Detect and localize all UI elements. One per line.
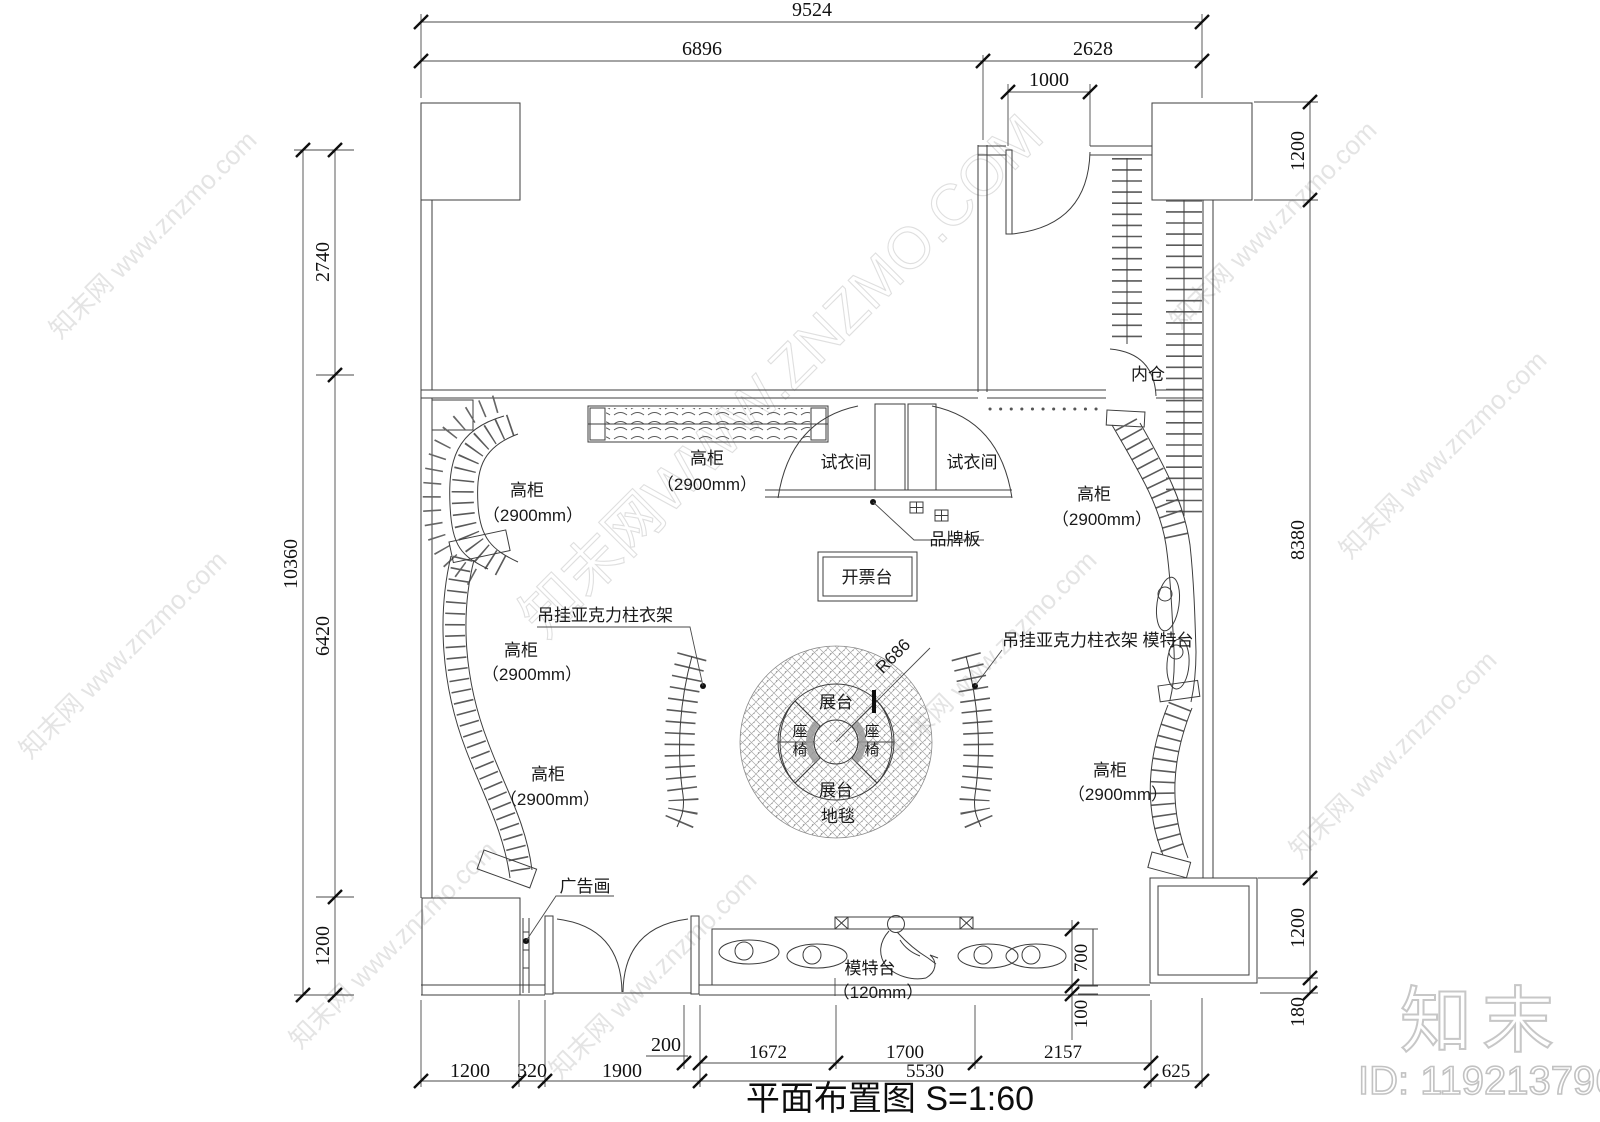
watermark-text: 知末网 www.znzmo.com <box>43 125 262 344</box>
label-seat-left-1: 座 <box>792 723 807 740</box>
label-acrylic-rack-right: 吊挂亚克力柱衣架 <box>1002 631 1138 650</box>
watermark-text: 知末网 www.znzmo.com <box>13 545 232 764</box>
dim-top-left: 6896 <box>682 38 722 60</box>
label-model-platform-height: （120mm） <box>833 983 924 1002</box>
dim-left-overall: 10360 <box>280 539 302 589</box>
column-top-right <box>1151 102 1253 201</box>
entrance-jamb-right <box>690 915 700 995</box>
label-brand-board: 品牌板 <box>930 530 981 549</box>
label-cabinet-right-lower-size: （2900mm） <box>1068 785 1168 804</box>
dim-top-right: 2628 <box>1073 38 1113 60</box>
column-bottom-left <box>421 897 521 996</box>
label-cabinet-left-mid: 高柜 <box>504 641 538 660</box>
label-cashier-desk: 开票台 <box>842 568 893 587</box>
label-cabinet-right-upper-size: （2900mm） <box>1052 510 1152 529</box>
column-bottom-right <box>1157 885 1250 976</box>
label-seat-right-2: 椅 <box>864 742 879 759</box>
top-door-leaf <box>1005 149 1013 235</box>
dim-bottom-5530: 5530 <box>906 1061 944 1082</box>
watermark-text: 知末网 www.znzmo.com <box>1283 645 1502 864</box>
dim-right-col-bottom: 1200 <box>1287 908 1309 948</box>
label-display-stand-bottom: 展台 <box>819 781 853 800</box>
dim-top-overall: 9524 <box>792 0 832 21</box>
label-cabinet-right-lower: 高柜 <box>1093 761 1127 780</box>
dim-bottom-200: 200 <box>651 1034 681 1056</box>
cashier-desk <box>817 551 918 602</box>
column-bottom-right-frame <box>1149 877 1258 984</box>
label-fitting-room-right: 试衣间 <box>947 453 998 472</box>
label-cabinet-left-upper: 高柜 <box>510 481 544 500</box>
small-boxes <box>909 501 949 522</box>
cabinet-corner-left <box>422 395 519 589</box>
label-cabinet-right-upper: 高柜 <box>1077 485 1111 504</box>
dimensions: 9524 6896 2628 1000 10360 2740 6420 1200… <box>280 0 1319 1090</box>
dim-bottom-1672: 1672 <box>749 1042 787 1063</box>
fitting-curtain-left <box>777 405 859 499</box>
dim-bottom-2157: 2157 <box>1044 1042 1082 1063</box>
furniture <box>422 158 1202 996</box>
dim-left-lower: 1200 <box>312 926 334 966</box>
radius-leader <box>835 647 931 743</box>
dim-right-col-top: 1200 <box>1287 131 1309 171</box>
dim-bottom-1200: 1200 <box>450 1060 490 1082</box>
seated-person-sketch <box>880 915 939 980</box>
label-cabinet-left-mid-size: （2900mm） <box>482 665 582 684</box>
dim-bottom-1900: 1900 <box>602 1060 642 1082</box>
top-door-swing-arc <box>1011 151 1091 235</box>
label-inner-storage: 内仓 <box>1131 365 1165 384</box>
label-fitting-room-left: 试衣间 <box>821 453 872 472</box>
dim-left-middle: 6420 <box>312 616 334 656</box>
fitting-curtain-right <box>931 405 1013 499</box>
label-cabinet-top: 高柜 <box>690 449 724 468</box>
label-seat-right-1: 座 <box>864 723 879 740</box>
dim-platform-100: 100 <box>1071 1000 1092 1029</box>
column-top-left <box>420 102 521 201</box>
dim-right-main: 8380 <box>1287 520 1309 560</box>
label-seat-left-2: 椅 <box>792 742 807 759</box>
label-display-stand-top: 展台 <box>819 693 853 712</box>
plan-labels: 高柜 （2900mm） 高柜 （2900mm） 高柜 （2900mm） 高柜 （… <box>482 365 1194 1002</box>
site-id: ID: 1192137967 <box>1358 1059 1600 1103</box>
dim-right-bottom: 180 <box>1287 997 1309 1027</box>
cabinet-right-s <box>1105 409 1201 879</box>
watermark-text: 知末网 www.znzmo.com <box>1333 345 1552 564</box>
entrance-door-arc-right <box>622 918 689 993</box>
label-cabinet-left-lower: 高柜 <box>531 765 565 784</box>
dim-platform-700: 700 <box>1071 944 1092 973</box>
watermark-text-large: 知末网WWW.ZNZMO.COM <box>508 102 1055 649</box>
cabinet-left-s <box>442 529 538 889</box>
label-model-platform-bottom: 模特台 <box>845 959 896 978</box>
wall-stub <box>431 399 474 431</box>
dim-bottom-625: 625 <box>1162 1061 1191 1082</box>
cabinet-top <box>587 405 829 443</box>
entrance-jamb-left <box>544 915 554 995</box>
watermark-tiles: 知末网 www.znzmo.com 知末网 www.znzmo.com 知末网 … <box>13 102 1552 1085</box>
fitting-rooms <box>765 403 1013 541</box>
mannequin-platform <box>711 915 1094 996</box>
columns <box>420 102 1258 996</box>
dim-top-door: 1000 <box>1029 69 1069 91</box>
drawing-title: 平面布置图 S=1:60 <box>746 1080 1034 1118</box>
site-logo-group: 知末 ID: 1192137967 <box>1357 981 1600 1104</box>
center-circle <box>813 719 859 765</box>
inner-storage-door-arc <box>1109 348 1157 397</box>
brand-board-leader <box>872 501 984 541</box>
ad-poster <box>522 895 614 993</box>
central-display <box>739 645 933 839</box>
vestibule-racks <box>1112 158 1202 516</box>
dim-left-upper: 2740 <box>312 242 334 282</box>
label-cabinet-left-lower-size: （2900mm） <box>500 790 600 809</box>
label-acrylic-rack-left: 吊挂亚克力柱衣架 <box>537 606 673 625</box>
dim-bottom-320: 320 <box>517 1060 547 1082</box>
site-logo: 知末 <box>1400 982 1564 1062</box>
entrance-door-arc-left <box>556 918 623 993</box>
label-model-platform-right: 模特台 <box>1143 631 1194 650</box>
label-ad-poster: 广告画 <box>560 877 611 896</box>
label-cabinet-left-upper-size: （2900mm） <box>483 506 583 525</box>
label-carpet: 地毯 <box>821 807 855 826</box>
label-cabinet-top-size: （2900mm） <box>657 475 757 494</box>
dim-bottom-1700: 1700 <box>886 1042 924 1063</box>
